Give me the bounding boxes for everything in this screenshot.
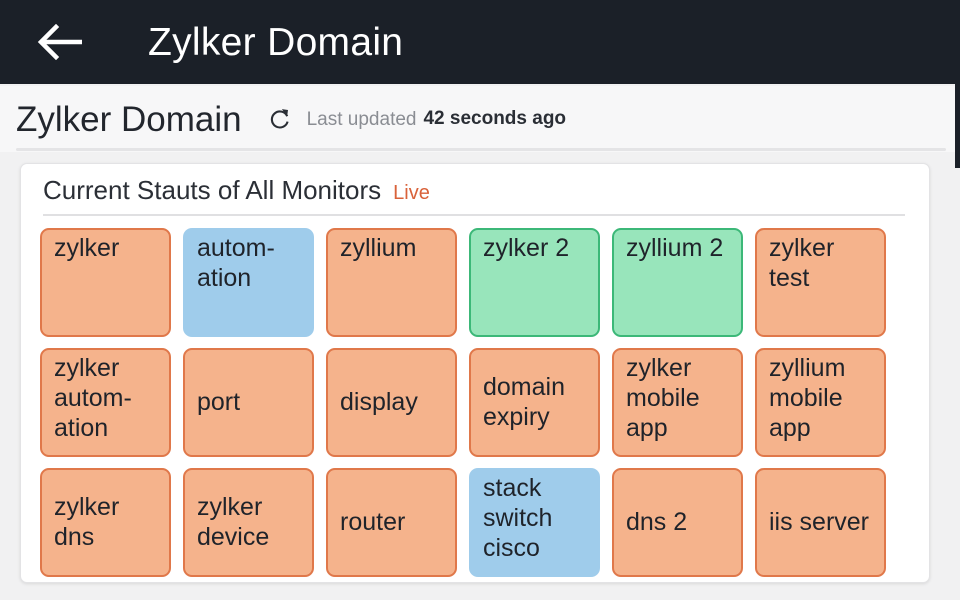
back-arrow-icon [36, 24, 86, 60]
page-title: Zylker Domain [16, 99, 242, 139]
app-bar: Zylker Domain [0, 0, 960, 84]
window-right-edge-top [955, 0, 960, 86]
refresh-icon [269, 107, 291, 131]
monitor-tile[interactable]: autom-ation [183, 228, 314, 337]
back-button[interactable] [30, 11, 92, 73]
monitor-tile[interactable]: zylker autom-ation [40, 348, 171, 457]
monitor-tile-label: zylker [54, 234, 120, 262]
monitor-tile[interactable]: iis server [755, 468, 886, 577]
monitor-tile-label: domain expiry [483, 372, 565, 431]
monitor-tile[interactable]: zyllium 2 [612, 228, 743, 337]
monitor-tile[interactable]: display [326, 348, 457, 457]
monitor-tile[interactable]: zylker dns [40, 468, 171, 577]
monitor-tile[interactable]: port [183, 348, 314, 457]
sub-header: Zylker Domain Last updated 42 seconds ag… [0, 86, 955, 152]
monitor-tile-label: zylker 2 [483, 234, 570, 262]
monitor-tile-label: zyllium mobile app [769, 354, 846, 442]
monitor-tile-label: dns 2 [626, 507, 688, 536]
monitor-tile[interactable]: zyllium mobile app [755, 348, 886, 457]
monitors-card-title: Current Stauts of All Monitors [43, 175, 382, 205]
monitor-tile-label: autom-ation [197, 234, 275, 292]
monitor-tile-label: iis server [769, 507, 870, 536]
monitor-tile[interactable]: router [326, 468, 457, 577]
monitor-tile[interactable]: zylker device [183, 468, 314, 577]
monitor-tile[interactable]: zylker 2 [469, 228, 600, 337]
monitor-tile-label: zyllium [340, 234, 417, 262]
monitor-tile-label: router [340, 507, 406, 536]
monitor-tile[interactable]: domain expiry [469, 348, 600, 457]
monitor-tile[interactable]: zylker test [755, 228, 886, 337]
card-title-divider [43, 214, 905, 216]
monitor-tile[interactable]: zylker [40, 228, 171, 337]
monitor-tile-label: zylker test [769, 234, 835, 292]
sub-header-divider [16, 148, 946, 151]
monitor-tile[interactable]: stack switch cisco [469, 468, 600, 577]
monitor-tile-label: zylker autom-ation [54, 354, 132, 442]
app-bar-title: Zylker Domain [148, 20, 404, 64]
last-updated-value: 42 seconds ago [423, 108, 567, 129]
monitors-card: Current Stauts of All Monitors Live zylk… [20, 163, 930, 583]
refresh-button[interactable] [269, 107, 291, 131]
monitors-card-header: Current Stauts of All Monitors Live [21, 164, 929, 205]
monitor-tile[interactable]: zyllium [326, 228, 457, 337]
monitor-grid: zylker autom-ation zyllium zylker 2 zyllium … [40, 228, 929, 577]
monitor-tile[interactable]: dns 2 [612, 468, 743, 577]
monitor-tile-label: display [340, 387, 418, 416]
monitor-tile-label: zylker mobile app [626, 354, 700, 442]
last-updated-label: Last updated [306, 108, 417, 130]
monitor-tile-label: zylker device [197, 492, 270, 551]
monitor-tile-label: zyllium 2 [626, 234, 724, 262]
monitor-tile-label: zylker dns [54, 492, 120, 551]
monitor-tile-label: port [197, 387, 241, 416]
monitor-tile-label: stack switch cisco [483, 474, 553, 562]
live-badge: Live [393, 182, 430, 204]
window-right-edge [955, 84, 960, 168]
monitor-tile[interactable]: zylker mobile app [612, 348, 743, 457]
